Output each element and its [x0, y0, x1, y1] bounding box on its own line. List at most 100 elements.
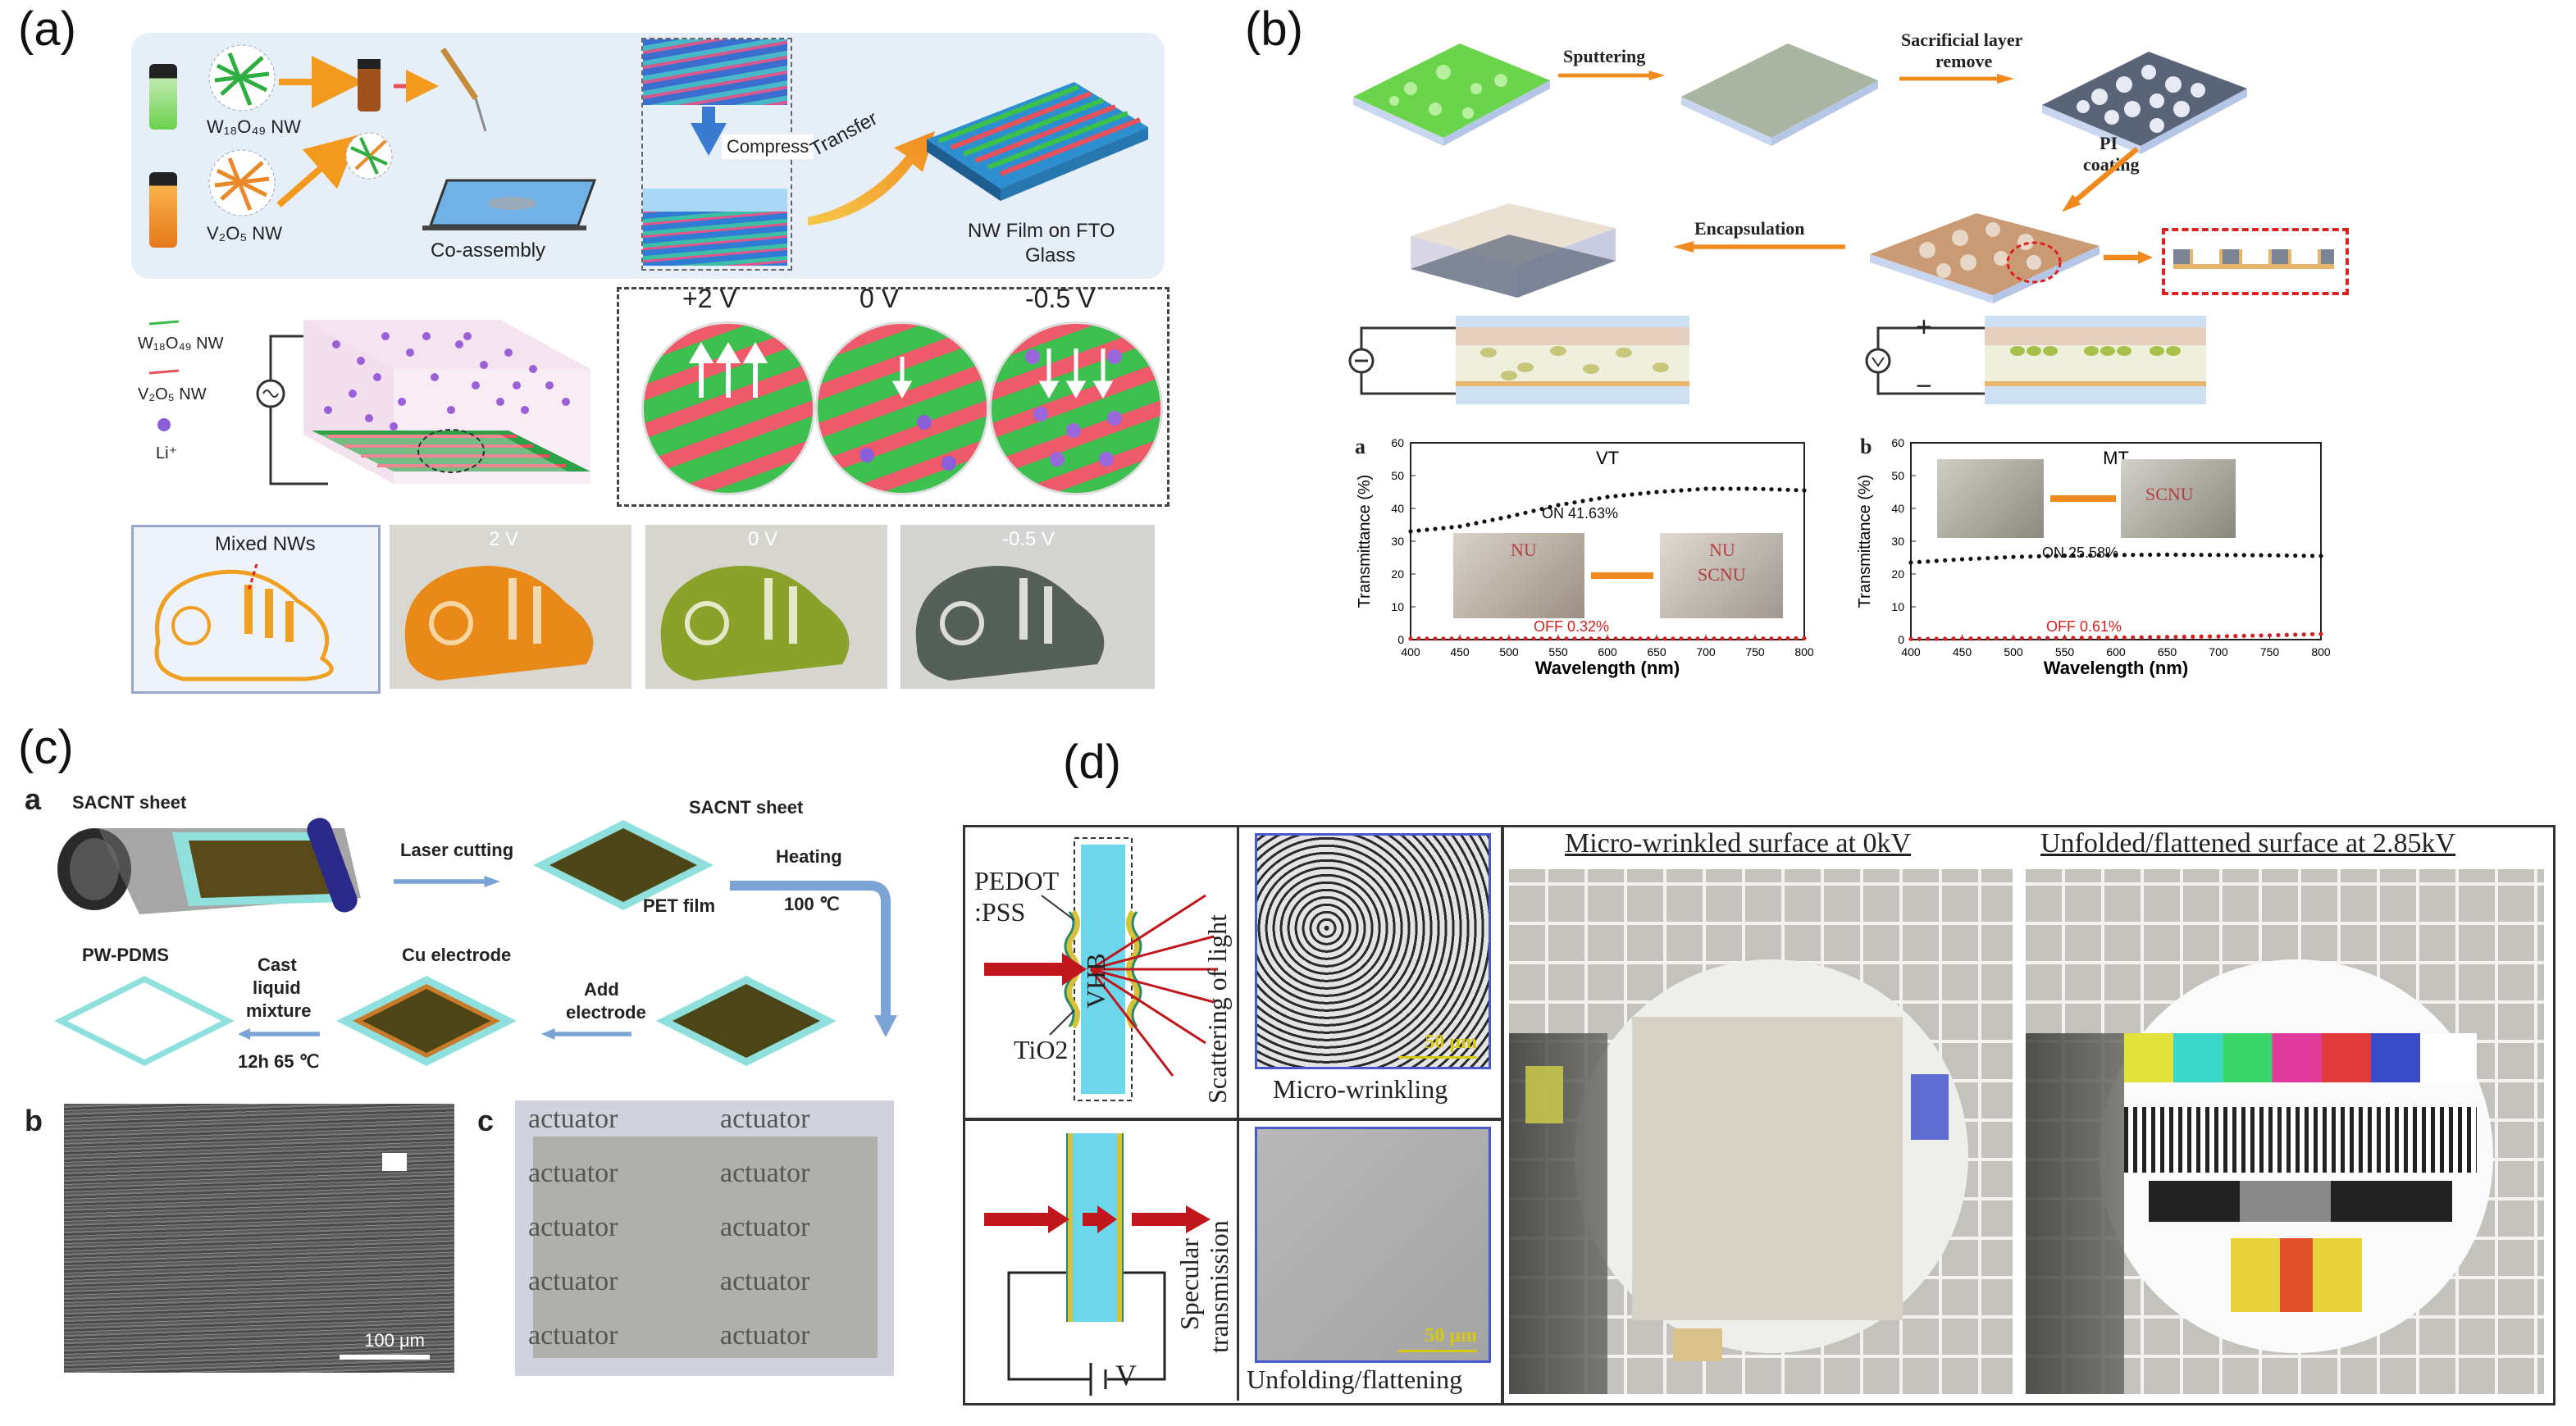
volt-label: V [1115, 1359, 1137, 1392]
data-point [2054, 554, 2059, 558]
sacnt-sheet-label-2: SACNT sheet [689, 797, 804, 818]
data-point [1474, 636, 1479, 641]
data-point [1548, 636, 1552, 641]
data-point [1917, 559, 1922, 564]
data-point [2148, 635, 2153, 640]
data-point [1968, 636, 1973, 641]
nw-film-on-fto [927, 82, 1148, 201]
vt-photo-on-text: NU [1511, 540, 1537, 560]
v2o5-label: V₂O₅ NW [207, 223, 282, 244]
data-point [2224, 634, 2230, 639]
pw-pdms-film [54, 976, 235, 1066]
data-point [2233, 634, 2238, 639]
data-point [1564, 636, 1569, 641]
data-point [1785, 636, 1790, 641]
chart-a-letter: a [1355, 435, 1366, 458]
co-assembly-substrate [422, 179, 597, 230]
add-electrode-label-1: Add [584, 979, 619, 1000]
cast-label-2: liquid [253, 977, 301, 998]
data-point [1994, 636, 1999, 641]
data-point [1515, 636, 1520, 641]
data-point [2267, 633, 2273, 638]
compress-arrow-stem [702, 107, 715, 125]
synthesis-arrows [276, 48, 487, 208]
data-point [1556, 636, 1561, 641]
vt-photo-off: NU SCNU [1660, 533, 1783, 618]
data-point [1638, 491, 1643, 496]
data-point [2079, 636, 2084, 640]
x-tick-label: 450 [1450, 645, 1470, 658]
data-point [1802, 636, 1807, 640]
data-point [1646, 636, 1651, 641]
data-point [1638, 636, 1643, 641]
y-tick-label: 30 [1391, 535, 1404, 548]
legend-v-line [148, 369, 180, 375]
data-point [1943, 558, 1948, 563]
data-point [2062, 554, 2068, 558]
w18o49-label: W₁₈O₄₉ NW [207, 116, 301, 137]
data-point [1986, 636, 1990, 641]
data-point [1943, 636, 1948, 641]
metal-mesh-film [2042, 52, 2247, 154]
li-ion-dot [496, 398, 504, 406]
sputtering-arrow-icon [1558, 71, 1665, 80]
y-tick-label: 0 [1898, 633, 1904, 646]
data-point [1728, 486, 1733, 491]
y-tick-label: 10 [1891, 600, 1904, 613]
mt-photo-off [1937, 459, 2044, 538]
x-tick-label: 500 [1499, 645, 1519, 658]
data-point [2131, 553, 2136, 558]
data-point [1926, 559, 1931, 564]
w18o49-sphere-icon [208, 44, 276, 112]
pet-film-label: PET film [643, 895, 716, 916]
data-point [2011, 554, 2016, 559]
data-point [1490, 636, 1495, 641]
sacrificial-label-1: Sacrificial layer [1901, 30, 2023, 50]
data-point [1917, 636, 1922, 641]
actuator-text: actuator [720, 1158, 810, 1188]
data-point [1564, 501, 1569, 506]
data-point [2156, 552, 2161, 558]
y-tick-label: 50 [1391, 469, 1404, 482]
pi-coating-label-1: PI [2100, 133, 2118, 153]
data-point [1449, 525, 1454, 530]
nw-film-label-1: NW Film on FTO [968, 220, 1115, 242]
micro-wrinkling-label: Micro-wrinkling [1273, 1074, 1448, 1104]
data-point [1761, 486, 1766, 491]
data-point [1976, 556, 1981, 561]
data-point [2318, 554, 2323, 558]
data-point [1630, 636, 1635, 641]
x-axis-label: Wavelength (nm) [1535, 658, 1680, 678]
data-point [1794, 636, 1799, 641]
li-ion-dot [398, 398, 406, 406]
data-point [1687, 487, 1692, 492]
data-point [2019, 554, 2025, 559]
data-point [2250, 633, 2255, 638]
li-ion-dot [513, 381, 521, 390]
data-point [2233, 553, 2238, 558]
cast-label-1: Cast [258, 954, 297, 975]
x-tick-label: 700 [1696, 645, 1716, 658]
data-point [1580, 636, 1585, 641]
data-point [1908, 560, 1913, 565]
y-tick-label: 60 [1391, 436, 1404, 449]
x-tick-label: 600 [2106, 645, 2126, 658]
w18o49-vial [149, 64, 177, 130]
y-tick-label: 20 [1891, 567, 1904, 581]
data-point [2216, 553, 2221, 558]
voltage-plus2-label: +2 V [682, 284, 737, 313]
data-point [1785, 487, 1790, 492]
transfer-arrow [808, 131, 935, 226]
off-label: OFF 0.61% [2046, 618, 2122, 635]
data-point [1597, 636, 1602, 641]
data-point [1728, 636, 1733, 641]
data-point [1976, 636, 1981, 641]
unfolding-label: Unfolding/flattening [1247, 1364, 1463, 1394]
cross-section-inset [2162, 228, 2349, 295]
data-point [1580, 499, 1585, 503]
data-point [1630, 492, 1635, 497]
li-ion-dot [431, 373, 439, 381]
data-point [2191, 553, 2195, 558]
compress-label: Compress [722, 134, 814, 159]
on-label: ON 25.58% [2042, 544, 2118, 561]
